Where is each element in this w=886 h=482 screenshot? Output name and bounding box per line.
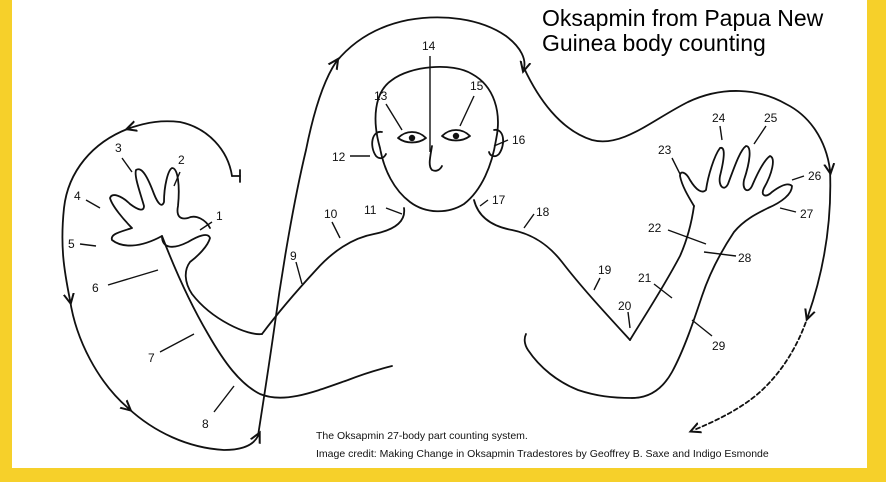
leader-4 xyxy=(85,199,101,209)
right-pupil xyxy=(452,132,460,140)
label-15: 15 xyxy=(470,79,484,93)
leader-8 xyxy=(213,385,235,413)
leader-25 xyxy=(753,125,767,145)
label-18: 18 xyxy=(536,205,550,219)
nose xyxy=(428,145,443,172)
number-labels: 1 2 3 4 5 6 7 8 9 10 11 12 13 14 15 16 1… xyxy=(68,39,822,431)
left-hand-upper xyxy=(109,167,263,335)
label-4: 4 xyxy=(74,189,81,203)
label-21: 21 xyxy=(638,271,652,285)
leader-19 xyxy=(593,277,601,291)
path-left-arm-up xyxy=(257,62,336,437)
left-ear xyxy=(371,131,387,160)
path-left-loop-return xyxy=(127,407,258,451)
label-11: 11 xyxy=(364,203,377,217)
left-pupil xyxy=(408,134,416,142)
leader-9 xyxy=(295,261,303,285)
label-8: 8 xyxy=(202,417,209,431)
label-25: 25 xyxy=(764,111,778,125)
label-27: 27 xyxy=(800,207,814,221)
leader-16 xyxy=(493,139,509,147)
label-17: 17 xyxy=(492,193,506,207)
leader-23 xyxy=(671,157,681,175)
label-13: 13 xyxy=(374,89,388,103)
leader-10 xyxy=(331,221,341,239)
leader-17 xyxy=(479,199,489,207)
label-20: 20 xyxy=(618,299,632,313)
leader-22 xyxy=(667,229,707,245)
label-28: 28 xyxy=(738,251,752,265)
label-6: 6 xyxy=(92,281,99,295)
label-16: 16 xyxy=(512,133,526,147)
right-eye xyxy=(441,129,471,142)
head-outline xyxy=(374,65,499,213)
leader-5 xyxy=(79,243,97,247)
caption-line-2: Image credit: Making Change in Oksapmin … xyxy=(316,448,769,460)
leader-24 xyxy=(719,125,723,141)
label-29: 29 xyxy=(712,339,726,353)
leader-26 xyxy=(791,175,805,181)
label-10: 10 xyxy=(324,207,338,221)
leader-1 xyxy=(199,221,213,231)
caption-line-1: The Oksapmin 27-body part counting syste… xyxy=(316,430,528,442)
left-eye xyxy=(397,131,427,144)
leader-21 xyxy=(653,283,673,299)
left-neck-shoulder xyxy=(261,207,406,335)
label-7: 7 xyxy=(148,351,155,365)
path-right-head xyxy=(523,67,830,170)
label-1: 1 xyxy=(216,209,223,223)
leader-15 xyxy=(459,95,475,127)
label-14: 14 xyxy=(422,39,436,53)
path-over-head xyxy=(335,16,524,68)
leader-20 xyxy=(627,311,631,329)
label-12: 12 xyxy=(332,150,346,164)
body-counting-diagram: 1 2 3 4 5 6 7 8 9 10 11 12 13 14 15 16 1… xyxy=(61,16,867,451)
label-5: 5 xyxy=(68,237,75,251)
leader-6 xyxy=(107,269,159,286)
leader-13 xyxy=(385,103,403,131)
torso-right xyxy=(523,333,633,399)
figure-title: Oksapmin from Papua New Guinea body coun… xyxy=(542,5,824,56)
left-arm-lower xyxy=(161,235,393,399)
label-26: 26 xyxy=(808,169,822,183)
right-hand xyxy=(631,145,793,399)
leader-3 xyxy=(121,157,133,173)
label-3: 3 xyxy=(115,141,122,155)
label-23: 23 xyxy=(658,143,672,157)
figure-frame: Oksapmin from Papua New Guinea body coun… xyxy=(12,0,867,468)
label-19: 19 xyxy=(598,263,612,277)
leader-2 xyxy=(173,171,181,187)
path-right-side xyxy=(808,169,832,316)
counting-path xyxy=(61,16,832,451)
leader-7 xyxy=(159,333,195,353)
leader-29 xyxy=(691,319,713,337)
leader-18 xyxy=(523,213,535,229)
label-9: 9 xyxy=(290,249,297,263)
leader-lines xyxy=(79,56,805,413)
label-22: 22 xyxy=(648,221,662,235)
right-ear xyxy=(488,129,505,158)
label-2: 2 xyxy=(178,153,185,167)
right-arm-inner xyxy=(629,205,695,341)
human-figure xyxy=(109,65,793,399)
right-neck-shoulder xyxy=(473,199,631,341)
path-left-loop-side xyxy=(61,127,131,300)
path-left-loop-bottom xyxy=(69,299,128,408)
label-24: 24 xyxy=(712,111,726,125)
path-right-bottom xyxy=(694,315,809,430)
leader-28 xyxy=(703,251,737,257)
leader-11 xyxy=(385,207,403,215)
leader-27 xyxy=(779,207,797,213)
path-left-loop-top xyxy=(130,120,233,177)
